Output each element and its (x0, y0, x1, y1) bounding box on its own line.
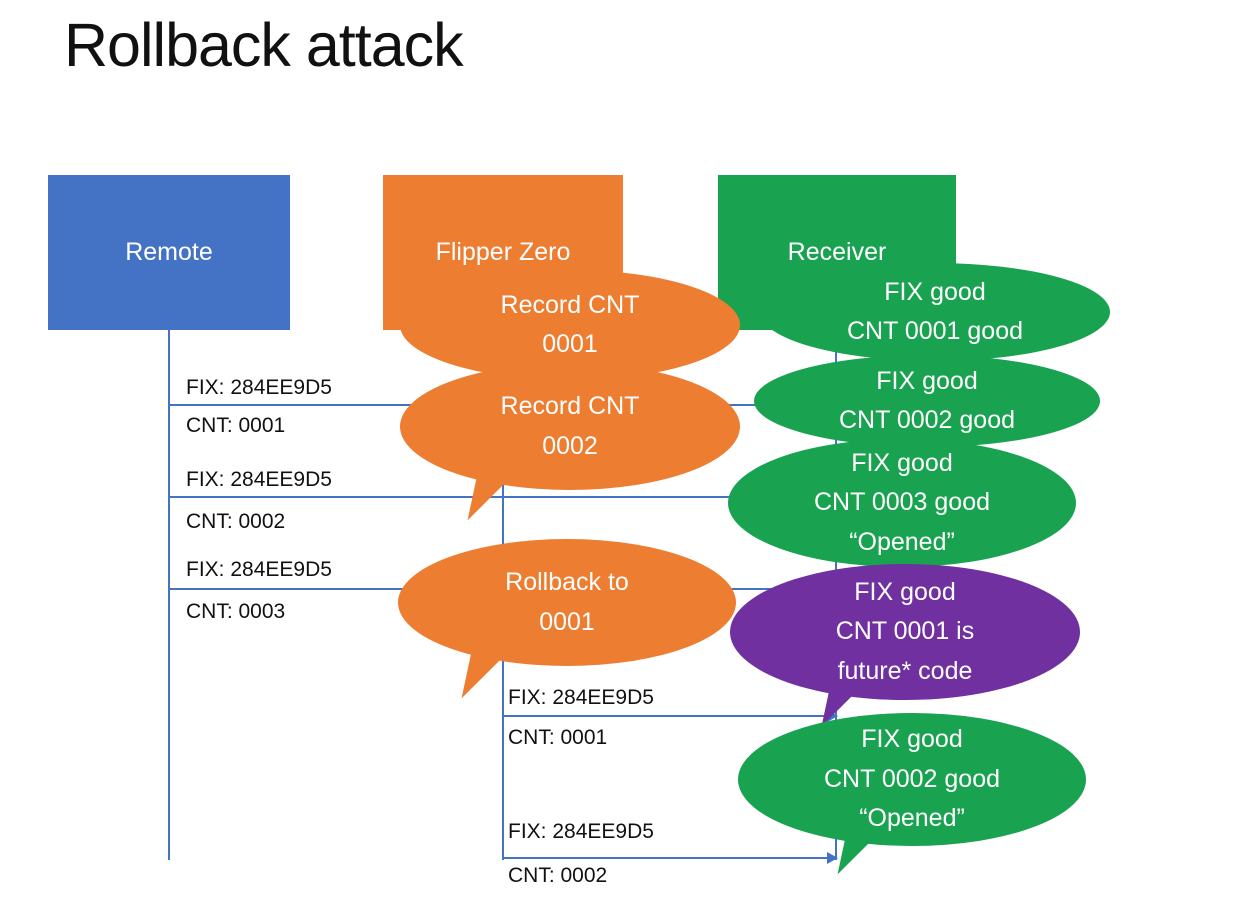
message-1-cnt-label: CNT: 0001 (186, 414, 286, 437)
bubble-text-line: 0001 (539, 607, 595, 636)
bubble-text-line: FIX good (861, 725, 963, 754)
arrowhead-icon (827, 710, 838, 722)
bubble-text-line: “Opened” (849, 527, 955, 556)
arrowhead-icon (827, 852, 838, 864)
bubble-text-line: CNT 0002 good (838, 406, 1016, 434)
message-1-fix-label: FIX: 284EE9D5 (186, 376, 332, 399)
bubble-text-line: FIX good (876, 366, 978, 395)
speech-bubble-record-cnt-0001: Record CNT 0001 (400, 270, 740, 380)
message-line-4 (503, 710, 838, 722)
speech-bubble-cnt-0001-future-code: FIX good CNT 0001 is future* code (730, 564, 1080, 733)
bubble-text-line: CNT 0002 good (823, 764, 1001, 793)
bubble-text-line: Record CNT (500, 290, 640, 319)
bubble-tail (467, 475, 507, 527)
message-2-fix-label: FIX: 284EE9D5 (186, 468, 332, 491)
bubble-text-line: “Opened” (859, 804, 965, 833)
speech-bubble-record-cnt-0002: Record CNT 0002 (400, 363, 740, 527)
actor-label-flipper-zero: Flipper Zero (435, 238, 571, 266)
bubble-tail (461, 653, 501, 705)
bubble-text-line: 0001 (542, 330, 598, 358)
lifeline-remote (168, 330, 170, 860)
bubble-text-line: 0002 (542, 431, 598, 460)
bubble-text-line: Rollback to (505, 568, 629, 596)
bubble-text-line: FIX good (854, 577, 956, 606)
bubble-text-line: future* code (837, 656, 973, 685)
message-5-fix-label: FIX: 284EE9D5 (508, 820, 654, 843)
message-3-fix-label: FIX: 284EE9D5 (186, 558, 332, 581)
actor-label-receiver: Receiver (787, 238, 887, 266)
message-4-cnt-label: CNT: 0001 (508, 726, 608, 749)
message-2-cnt-label: CNT: 0002 (186, 510, 286, 533)
bubble-text-line: CNT 0001 good (846, 317, 1024, 345)
speech-bubble-cnt-0002-good: FIX good CNT 0002 good (754, 355, 1100, 447)
message-5-cnt-label: CNT: 0002 (508, 864, 608, 887)
bubble-text-line: CNT 0003 good (813, 488, 991, 517)
slide-title: Rollback attack (64, 11, 464, 79)
actor-label-remote: Remote (125, 238, 213, 266)
message-line-5 (503, 852, 838, 864)
bubble-text-line: FIX good (851, 448, 953, 477)
bubble-text-line: CNT 0001 is (835, 617, 975, 646)
speech-bubble-cnt-0003-good-opened: FIX good CNT 0003 good “Opened” (728, 439, 1076, 567)
message-4-fix-label: FIX: 284EE9D5 (508, 686, 654, 709)
speech-bubble-cnt-0002-good-opened: FIX good CNT 0002 good “Opened” (738, 713, 1086, 881)
actor-box-remote: Remote (48, 175, 290, 330)
speech-bubble-cnt-0001-good: FIX good CNT 0001 good (760, 263, 1110, 361)
speech-bubble-rollback-to-0001: Rollback to 0001 (398, 539, 736, 705)
bubble-text-line: FIX good (884, 277, 986, 306)
bubble-text-line: Record CNT (500, 392, 640, 420)
message-3-cnt-label: CNT: 0003 (186, 600, 286, 623)
